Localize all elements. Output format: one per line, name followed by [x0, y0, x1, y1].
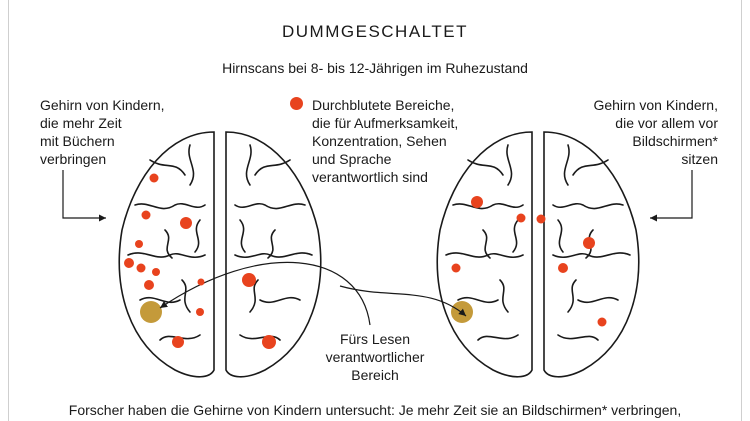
red-spot — [471, 196, 483, 208]
right-brain-red-spots — [451, 196, 607, 327]
infographic-subtitle: Hirnscans bei 8- bis 12-Jährigen im Ruhe… — [222, 60, 528, 76]
red-spot — [152, 268, 160, 276]
red-spot — [149, 173, 159, 183]
legend-red-dot — [290, 97, 303, 110]
red-spot — [451, 263, 461, 273]
right-brain — [436, 131, 640, 378]
red-spot — [135, 240, 143, 248]
red-spot — [558, 263, 568, 273]
red-spot — [597, 317, 607, 327]
red-spot — [197, 278, 205, 286]
red-spot — [172, 336, 184, 348]
right-brain-caption: Gehirn von Kindern, die vor allem vor Bi… — [593, 97, 718, 167]
left-brain — [118, 131, 322, 378]
left-reading-area-spot — [140, 301, 162, 323]
reading-connector-left — [159, 261, 371, 326]
bottom-description: Forscher haben die Gehirne von Kindern u… — [68, 402, 682, 418]
red-spot — [242, 273, 256, 287]
red-spot — [180, 217, 192, 229]
red-spot — [144, 280, 154, 290]
red-spot — [124, 258, 134, 268]
reading-connector-right — [339, 285, 467, 317]
reading-area-label: Fürs Lesen verantwortlicher Bereich — [325, 331, 425, 383]
left-brain-caption: Gehirn von Kindern, die mehr Zeit mit Bü… — [40, 97, 165, 167]
frame-border — [8, 0, 742, 421]
left-arrow — [62, 170, 106, 222]
red-spot — [536, 214, 546, 224]
left-brain-red-spots — [124, 173, 276, 349]
red-spot — [262, 335, 276, 349]
legend-text: Durchblutete Bereiche, die für Aufmerksa… — [312, 97, 459, 185]
right-reading-area-spot — [451, 301, 473, 323]
red-spot — [136, 263, 146, 273]
right-arrow — [650, 170, 693, 222]
red-spot — [196, 308, 204, 316]
red-spot — [516, 213, 526, 223]
infographic-title: DUMMGESCHALTET — [282, 22, 468, 41]
red-spot — [141, 210, 151, 220]
red-spot — [583, 237, 595, 249]
